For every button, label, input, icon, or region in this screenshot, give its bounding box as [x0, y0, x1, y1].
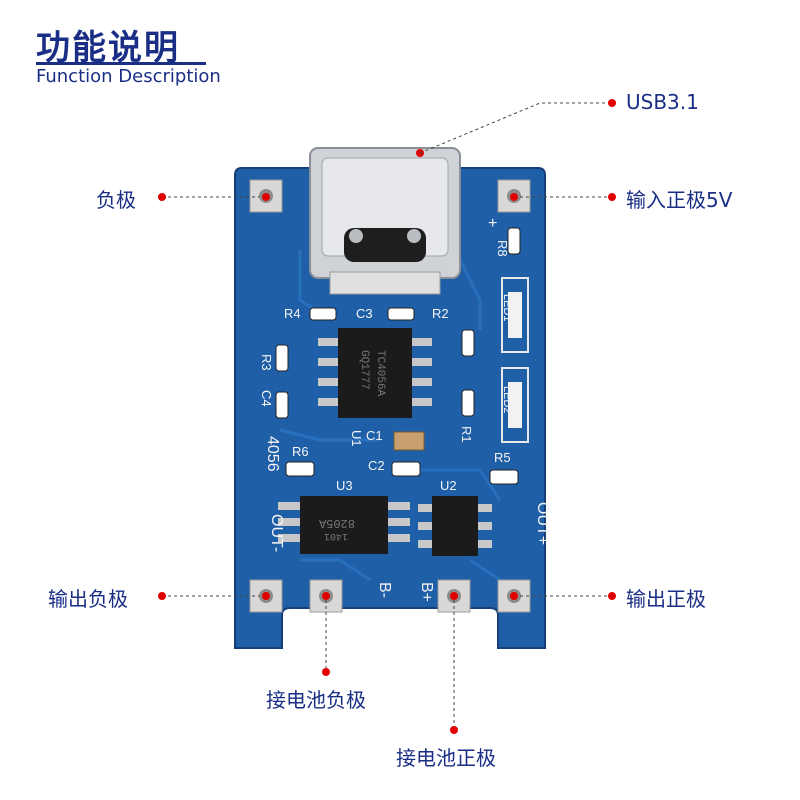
label-output-positive: 输出正极 — [626, 587, 706, 611]
silk-r6: R6 — [292, 444, 309, 459]
chip-u3-marking-2: 1401 — [324, 530, 348, 541]
silk-c4: C4 — [259, 390, 274, 407]
silk-led2: LED2 — [501, 386, 513, 414]
smd-components — [275, 227, 521, 485]
chip-u1: TC4056A GQ1777 — [318, 328, 432, 418]
silk-b-minus: B- — [376, 582, 393, 598]
led-indicators — [501, 277, 529, 443]
silk-r8: R8 — [495, 240, 510, 257]
silk-c1: C1 — [366, 428, 383, 443]
label-battery-negative: 接电池负极 — [266, 688, 366, 712]
chip-u1-marking-2: GQ1777 — [358, 350, 370, 390]
leader-lines — [162, 102, 612, 730]
chip-u3-marking-1: 8205A — [318, 516, 355, 530]
silk-r4: R4 — [284, 306, 301, 321]
usb-c-connector — [309, 147, 461, 295]
label-output-negative: 输出负极 — [48, 587, 128, 611]
title-underline — [36, 62, 206, 65]
silk-c2: C2 — [368, 458, 385, 473]
chip-u1-marking-1: TC4056A — [374, 350, 386, 397]
chip-u3: 8205A 1401 — [278, 496, 410, 554]
silk-r1: R1 — [459, 426, 474, 443]
silk-r3: R3 — [259, 354, 274, 371]
page-title: 功能说明 — [36, 28, 180, 68]
silk-model: 4056 — [264, 436, 281, 472]
label-negative: 负极 — [96, 188, 136, 212]
silk-b-plus: B+ — [418, 582, 435, 602]
silk-u1: U1 — [349, 430, 364, 447]
label-usb: USB3.1 — [626, 90, 699, 114]
silk-u3: U3 — [336, 478, 353, 493]
silk-led1: LED1 — [501, 294, 513, 322]
silk-r2: R2 — [432, 306, 449, 321]
silk-plus: + — [488, 215, 497, 232]
capacitor-c1 — [393, 431, 425, 451]
silk-out-plus: OUT+ — [534, 502, 551, 545]
label-input-positive: 输入正极5V — [626, 188, 733, 212]
silk-c3: C3 — [356, 306, 373, 321]
silk-u2: U2 — [440, 478, 457, 493]
label-battery-positive: 接电池正极 — [396, 746, 496, 770]
silk-r5: R5 — [494, 450, 511, 465]
silk-out-minus: OUT- — [268, 514, 285, 552]
leader-dots — [158, 99, 616, 734]
page-subtitle: Function Description — [36, 66, 221, 87]
chip-u2 — [418, 496, 492, 556]
